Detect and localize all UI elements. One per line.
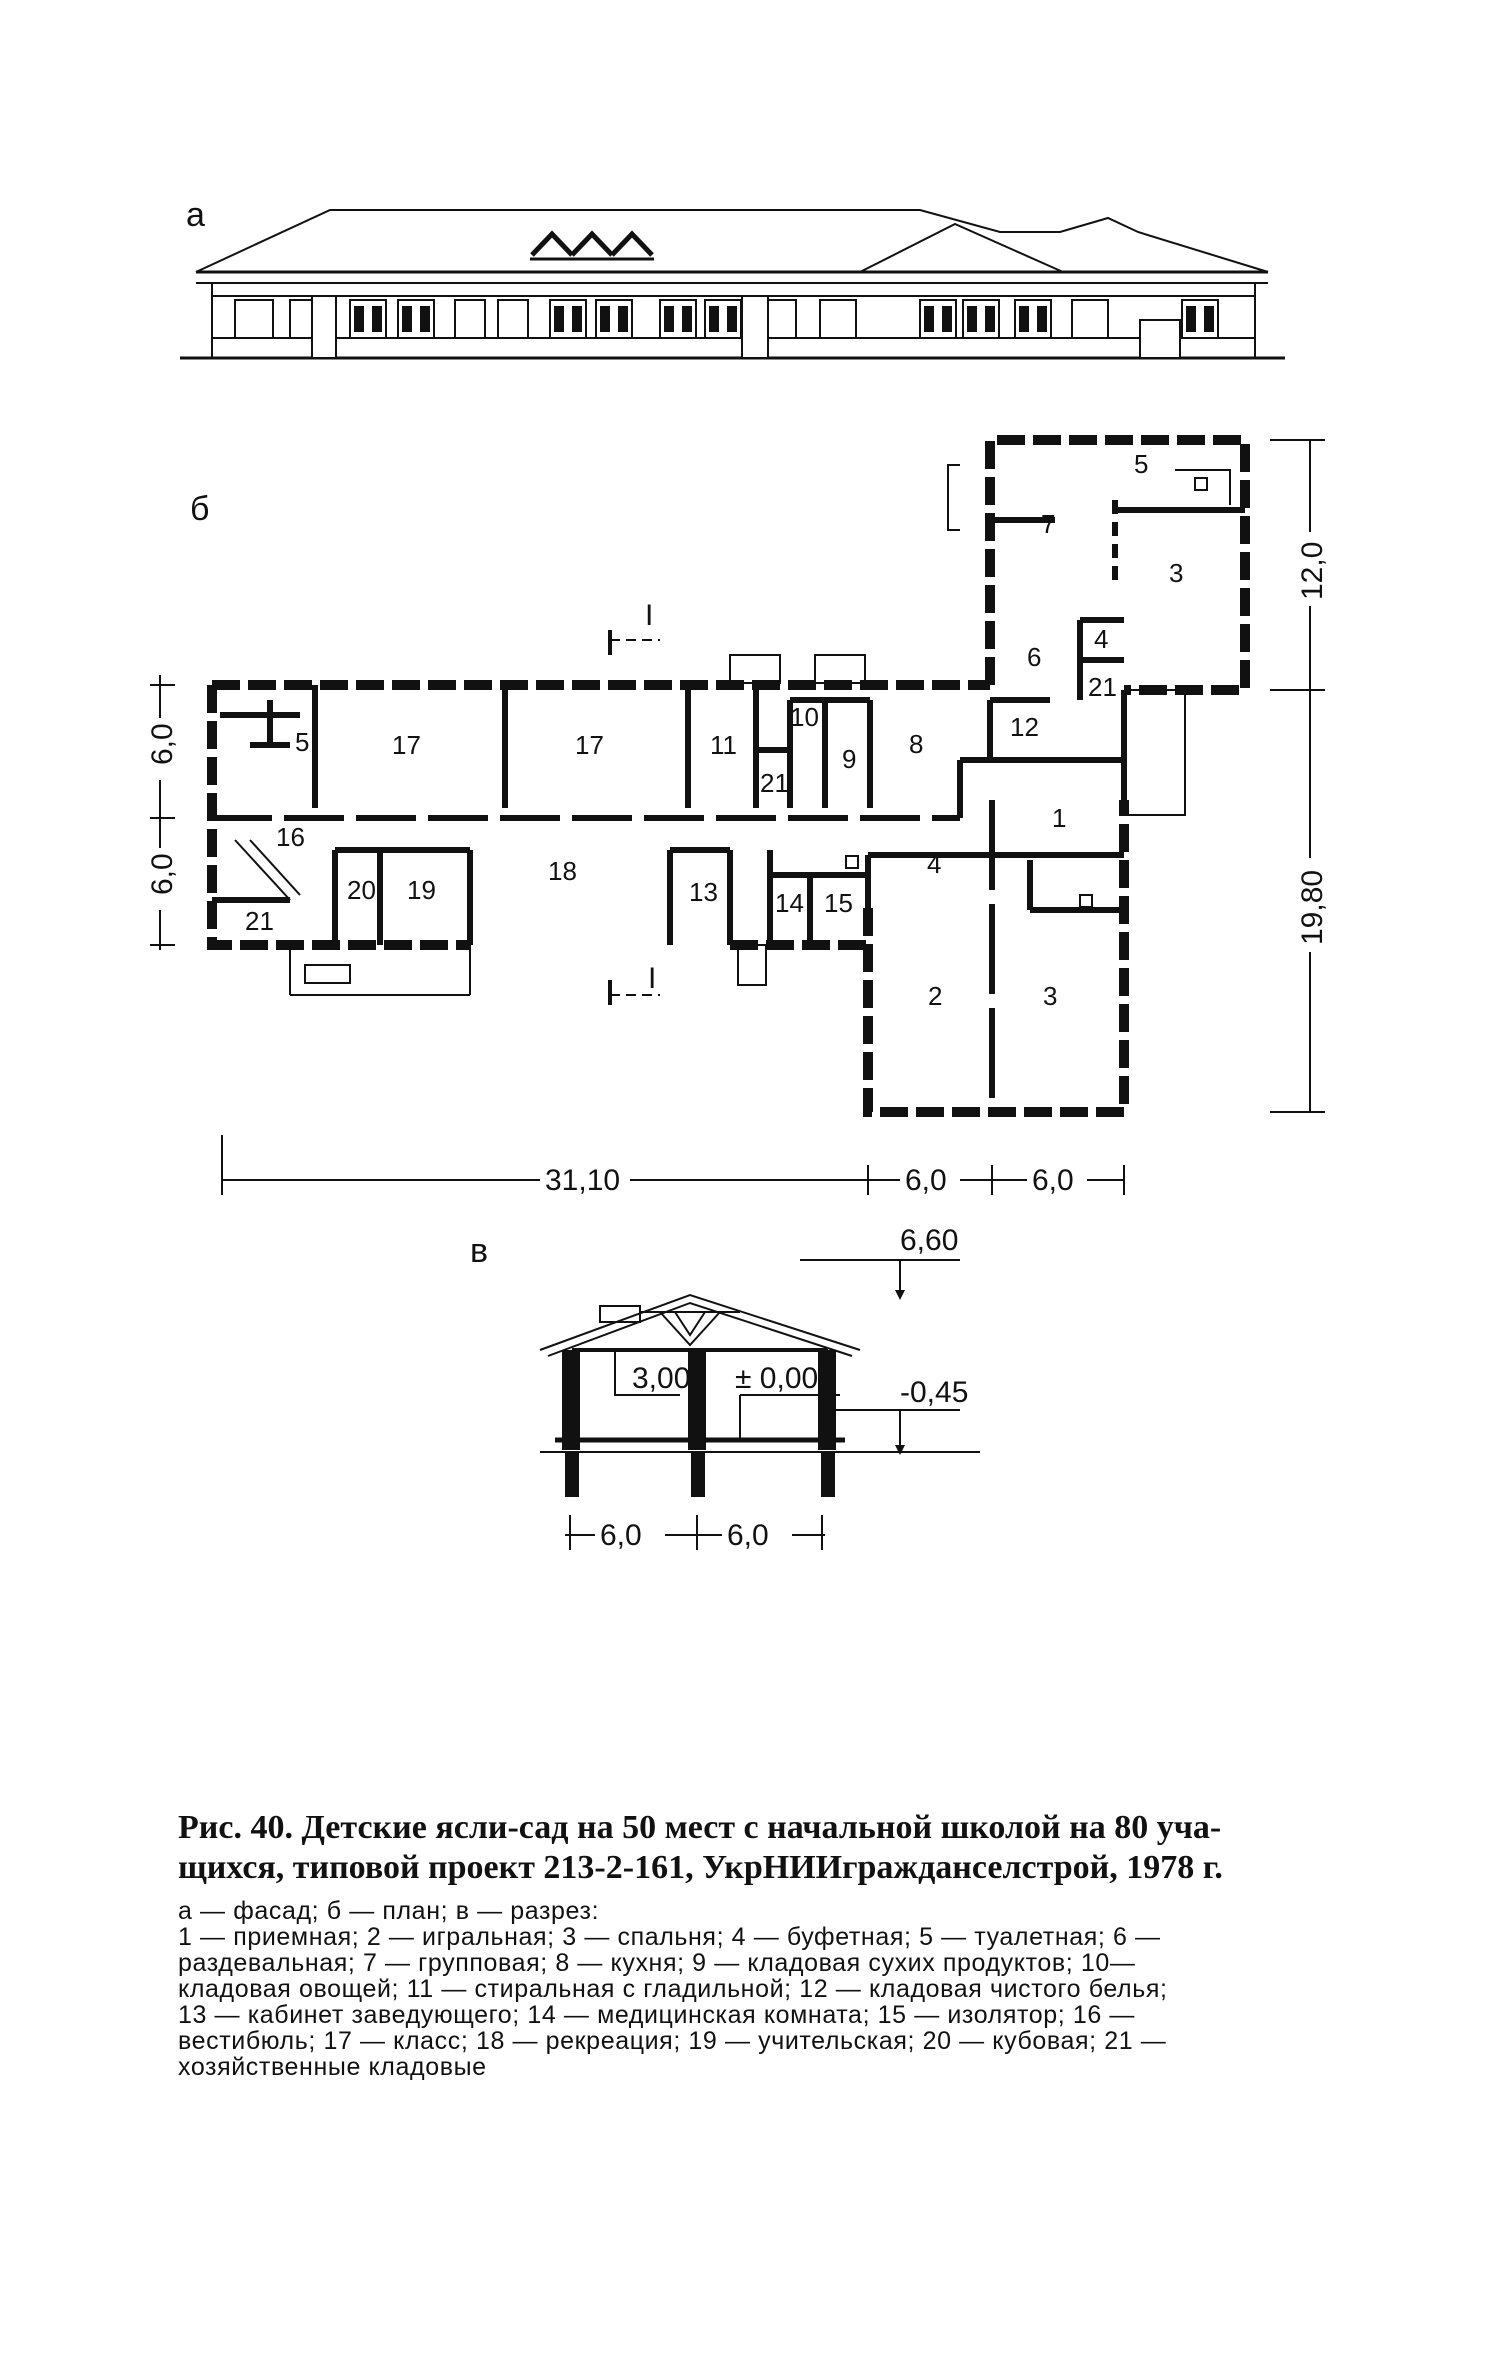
room-label-17: 17 bbox=[575, 730, 604, 760]
room-label-5: 5 bbox=[1134, 449, 1148, 479]
panel-label-a: а bbox=[186, 196, 205, 234]
room-label-18: 18 bbox=[548, 856, 577, 886]
room-label-3: 3 bbox=[1043, 981, 1057, 1011]
room-label-15: 15 bbox=[824, 888, 853, 918]
room-label-17: 17 bbox=[392, 730, 421, 760]
dim-section-ridge: 6,60 bbox=[900, 1224, 958, 1257]
legend-line: кладовая овощей; 11 — стиральная с глади… bbox=[178, 1975, 1168, 2003]
room-label-6: 6 bbox=[1027, 642, 1041, 672]
facade-elevation: а bbox=[180, 196, 1285, 360]
room-label-21: 21 bbox=[245, 906, 274, 936]
building-section: в bbox=[470, 1224, 980, 1552]
figure-caption: Рис. 40. Детские ясли-сад на 50 мест с н… bbox=[178, 1808, 1348, 2080]
room-label-4: 4 bbox=[1094, 624, 1108, 654]
dim-plan-bottom-right: 6,0 bbox=[1032, 1164, 1074, 1197]
caption-title: Рис. 40. Детские ясли-сад на 50 мест с н… bbox=[178, 1808, 1348, 1888]
legend-line: хозяйственные кладовые bbox=[178, 2053, 487, 2081]
room-label-10: 10 bbox=[790, 702, 819, 732]
room-label-19: 19 bbox=[407, 875, 436, 905]
figure-number: Рис. 40. bbox=[178, 1809, 293, 1846]
dim-plan-right-bottom: 19,80 bbox=[1296, 870, 1329, 945]
dim-plan-left-top: 6,0 bbox=[146, 723, 179, 765]
room-label-1: 1 bbox=[1052, 803, 1066, 833]
room-label-4: 4 bbox=[927, 849, 941, 879]
architectural-drawing: а bbox=[145, 196, 1329, 1552]
caption-title-line-2: щихся, типовой проект 213-2-161, УкрНИИг… bbox=[178, 1849, 1223, 1886]
section-mark-bottom: I bbox=[648, 962, 656, 995]
room-label-12: 12 bbox=[1010, 712, 1039, 742]
dim-section-ground: -0,45 bbox=[900, 1376, 968, 1409]
room-label-16: 16 bbox=[276, 822, 305, 852]
legend-line: раздевальная; 7 — групповая; 8 — кухня; … bbox=[178, 1949, 1136, 1977]
dim-section-span-right: 6,0 bbox=[727, 1519, 769, 1552]
dim-plan-left-bottom: 6,0 bbox=[146, 853, 179, 895]
panel-label-b: б bbox=[190, 490, 209, 528]
room-label-11: 11 bbox=[710, 730, 737, 760]
room-label-9: 9 bbox=[842, 744, 856, 774]
dim-section-floor: ± 0,00 bbox=[735, 1362, 818, 1395]
dim-section-ceiling: 3,00 bbox=[632, 1362, 690, 1395]
room-label-13: 13 bbox=[689, 877, 718, 907]
drawing-canvas: а bbox=[145, 196, 1329, 1552]
room-label-7: 7 bbox=[1041, 509, 1055, 539]
room-label-3: 3 bbox=[1169, 558, 1183, 588]
room-label-5: 5 bbox=[295, 727, 309, 757]
legend-line: 1 — приемная; 2 — игральная; 3 — спальня… bbox=[178, 1923, 1161, 1951]
dim-plan-bottom-mid: 6,0 bbox=[905, 1164, 947, 1197]
legend-line: а — фасад; б — план; в — разрез: bbox=[178, 1897, 600, 1925]
dim-section-span-left: 6,0 bbox=[600, 1519, 642, 1552]
dim-plan-right-top: 12,0 bbox=[1296, 542, 1329, 600]
caption-title-line-1: Детские ясли-сад на 50 мест с начальной … bbox=[301, 1809, 1222, 1846]
section-mark-top: I bbox=[645, 599, 653, 632]
room-label-2: 2 bbox=[928, 981, 942, 1011]
room-label-21: 21 bbox=[760, 768, 789, 798]
legend-line: 13 — кабинет заведующего; 14 — медицинск… bbox=[178, 2001, 1136, 2029]
room-label-8: 8 bbox=[909, 729, 923, 759]
floor-plan: б bbox=[145, 435, 1329, 1197]
room-label-21: 21 bbox=[1088, 672, 1117, 702]
legend-line: вестибюль; 17 — класс; 18 — рекреация; 1… bbox=[178, 2027, 1167, 2055]
room-label-20: 20 bbox=[347, 875, 376, 905]
dim-plan-bottom-total: 31,10 bbox=[545, 1164, 620, 1197]
room-label-14: 14 bbox=[775, 888, 804, 918]
panel-label-c: в bbox=[470, 1232, 488, 1270]
